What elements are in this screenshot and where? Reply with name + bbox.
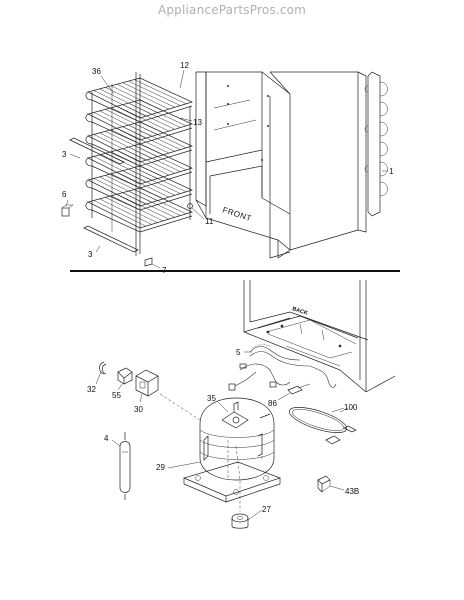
callout-35: 35 bbox=[207, 394, 216, 403]
upper-leader-lines bbox=[65, 69, 388, 269]
callout-27: 27 bbox=[262, 505, 271, 514]
callout-29: 29 bbox=[156, 463, 165, 472]
callout-4: 4 bbox=[104, 434, 109, 443]
callout-5: 5 bbox=[236, 348, 241, 357]
callout-86: 86 bbox=[268, 399, 277, 408]
back-label: BACK bbox=[291, 306, 308, 317]
callout-30: 30 bbox=[134, 405, 143, 414]
callout-100: 100 bbox=[344, 403, 358, 412]
callout-36: 36 bbox=[92, 67, 101, 76]
wiring-harness bbox=[228, 343, 337, 391]
assembly-dashed-lines bbox=[159, 393, 263, 512]
filter-drier-4 bbox=[119, 432, 131, 500]
callout-11: 11 bbox=[205, 217, 214, 226]
power-cord-100 bbox=[288, 407, 357, 445]
callout-12: 12 bbox=[180, 61, 189, 70]
site-watermark: AppliancePartsPros.com bbox=[157, 3, 307, 17]
clip-43b bbox=[317, 475, 331, 493]
callout-32: 32 bbox=[87, 385, 96, 394]
lower-leader-lines bbox=[95, 351, 345, 521]
condenser-coil bbox=[364, 71, 388, 217]
machine-compartment bbox=[243, 280, 396, 393]
callout-3-upper: 3 bbox=[62, 150, 67, 159]
callout-13: 13 bbox=[193, 118, 202, 127]
callout-43b: 43B bbox=[345, 487, 359, 496]
cabinet-liner bbox=[195, 71, 291, 259]
wire-shelf bbox=[85, 187, 193, 233]
front-label: FRONT bbox=[221, 205, 252, 223]
callout-55: 55 bbox=[112, 391, 121, 400]
relay-overload-group bbox=[99, 361, 159, 397]
wire-shelf-rack bbox=[61, 72, 193, 267]
compressor bbox=[182, 397, 282, 503]
cabinet-outer-shell bbox=[269, 71, 367, 259]
callout-6: 6 bbox=[62, 190, 67, 199]
callout-3-lower: 3 bbox=[88, 250, 93, 259]
grommet-27 bbox=[231, 513, 249, 529]
callout-1: 1 bbox=[389, 167, 394, 176]
relay-plug-86 bbox=[277, 383, 311, 401]
